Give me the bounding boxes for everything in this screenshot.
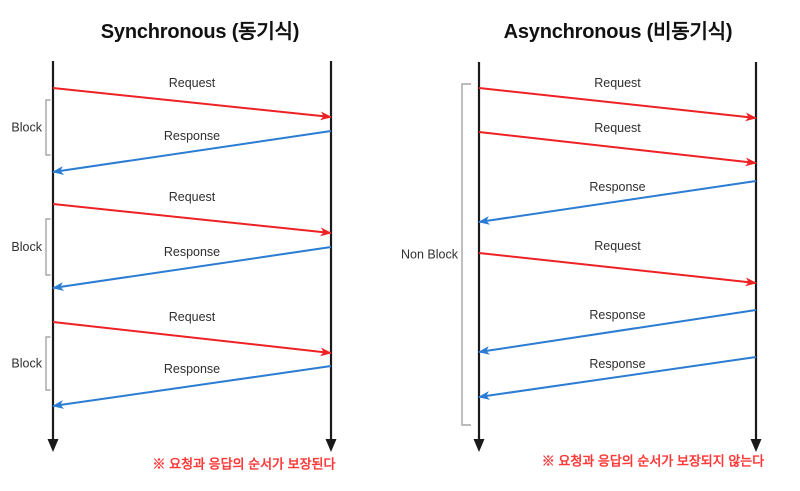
async-request-label-2: Request [594,121,641,135]
sync-block-label-2: Block [11,240,42,254]
async-request-label-1: Request [594,76,641,90]
async-footnote: ※ 요청과 응답의 순서가 보장되지 않는다 [542,454,764,469]
sync-request-label-5: Request [169,310,216,324]
async-request-arrow-2 [478,131,757,167]
sync-panel-title: Synchronous (동기식) [100,21,300,43]
sync-response-label-2: Response [164,129,220,143]
sync-response-arrow-6 [52,365,332,409]
sync-request-label-1: Request [169,76,216,90]
sync-block-label-3: Block [11,357,42,371]
async-request-label-4: Request [594,239,641,253]
sync-lifeline-right-arrowhead-icon [325,439,337,452]
sync-response-arrow-2 [52,130,332,175]
sync-block-bracket-2 [45,218,51,276]
async-lifeline-left-arrowhead-icon [473,439,485,452]
async-response-label-3: Response [589,180,645,194]
sync-block-bracket-1 [45,99,51,156]
async-response-arrow-6 [478,356,757,400]
async-response-arrow-5 [478,309,757,355]
sync-block-bracket-3 [45,336,51,391]
async-request-arrow-4 [478,252,757,287]
async-request-arrow-1 [478,87,757,122]
sync-request-arrow-5 [52,321,332,357]
async-panel: RequestRequestResponseRequestResponseRes… [401,62,764,469]
async-block-bracket-1 [461,83,471,426]
sync-panel: RequestResponseRequestResponseRequestRes… [11,61,337,472]
sync-response-arrow-4 [52,246,332,291]
sync-lifeline-left-arrowhead-icon [47,439,59,452]
async-block-label-1: Non Block [401,248,459,262]
sync-block-label-1: Block [11,121,42,135]
async-response-label-6: Response [589,357,645,371]
sync-footnote: ※ 요청과 응답의 순서가 보장된다 [153,457,336,472]
async-lifeline-right-arrowhead-icon [750,439,762,452]
async-response-arrow-3 [478,180,757,225]
sync-response-label-4: Response [164,245,220,259]
sync-request-arrow-1 [52,87,332,121]
sync-response-label-6: Response [164,362,220,376]
sync-request-label-3: Request [169,190,216,204]
async-panel-title: Asynchronous (비동기식) [503,21,733,43]
sync-request-arrow-3 [52,203,332,237]
async-response-label-5: Response [589,308,645,322]
